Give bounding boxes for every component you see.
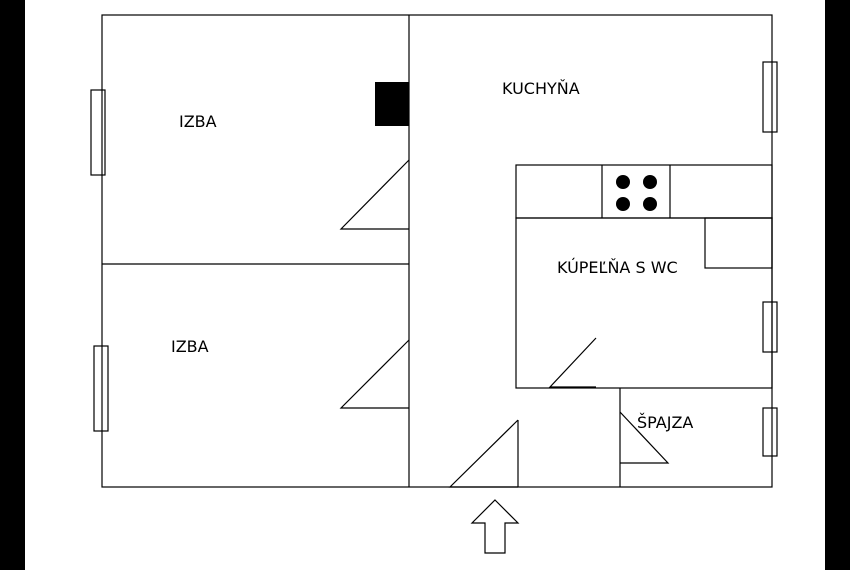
stove-icon	[616, 175, 657, 211]
burner	[616, 175, 630, 189]
window-right-pantry	[762, 407, 778, 457]
room-label-kitchen: KUCHYŇA	[502, 79, 580, 98]
bathtub	[704, 217, 773, 269]
burner	[616, 197, 630, 211]
window-right-bathroom	[762, 301, 778, 353]
chimney-block-icon	[375, 82, 409, 126]
room-label-pantry: ŠPAJZA	[637, 413, 693, 432]
paper-background	[25, 0, 825, 570]
door-swing-pantry	[619, 411, 670, 464]
window-left-bottom	[93, 345, 109, 432]
window-right-kitchen	[762, 61, 778, 133]
burner	[643, 175, 657, 189]
up-arrow-icon	[470, 499, 520, 554]
window-left-top	[90, 89, 106, 176]
door-swing-bottom-room	[339, 339, 410, 409]
bathroom-walls	[515, 217, 773, 389]
room-label-bathroom: KÚPEĽŇA S WC	[557, 258, 678, 277]
door-swing-top-room	[339, 159, 410, 230]
room-label-bottom-left: IZBA	[171, 337, 209, 356]
burner	[643, 197, 657, 211]
door-swing-bathroom	[548, 337, 597, 388]
room-label-top-left: IZBA	[179, 112, 217, 131]
door-swing-entrance	[448, 419, 519, 488]
